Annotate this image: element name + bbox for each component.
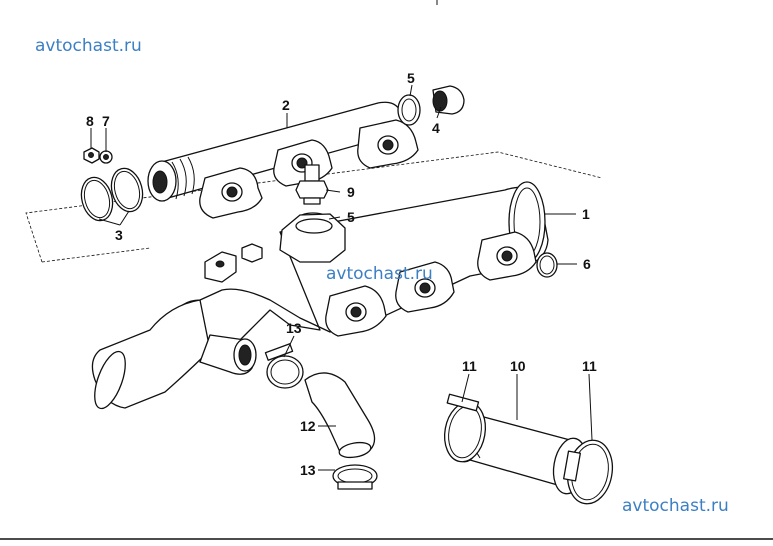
watermark-bottom-right: avtochast.ru xyxy=(622,496,729,516)
callout-13-top: 13 xyxy=(286,320,302,336)
upper-coolant-pipe xyxy=(147,101,419,219)
o-rings-part-3 xyxy=(80,167,144,222)
callout-5-top: 5 xyxy=(407,70,415,86)
hose-clamp-part-11-right xyxy=(563,439,614,505)
curved-outlet-pipe xyxy=(91,299,257,410)
callout-1: 1 xyxy=(582,206,590,222)
callout-11-right: 11 xyxy=(582,358,597,374)
callout-4: 4 xyxy=(432,120,440,136)
hose-clamp-part-11-left xyxy=(443,393,487,463)
main-water-manifold xyxy=(169,181,549,351)
callout-12: 12 xyxy=(300,418,316,434)
dashed-reference-outline xyxy=(25,151,603,263)
callout-leader-lines xyxy=(90,84,593,471)
hose-clamp-part-13-top xyxy=(264,343,304,389)
hose-clamp-part-13-bottom xyxy=(332,464,378,490)
callout-2: 2 xyxy=(282,97,290,113)
callout-10: 10 xyxy=(510,358,526,374)
washer-part-7 xyxy=(99,150,113,164)
watermark-center: avtochast.ru xyxy=(326,264,433,284)
callout-13-bottom: 13 xyxy=(300,462,316,478)
plug-part-4 xyxy=(432,85,465,115)
callout-5-mid: 5 xyxy=(347,209,355,225)
o-ring-part-6 xyxy=(536,252,558,278)
seal-ring-part-5-top xyxy=(397,94,421,126)
dashed-reference-lower-edge xyxy=(41,247,151,263)
callout-9: 9 xyxy=(347,184,355,200)
sensor-part-9 xyxy=(295,164,329,205)
callout-3: 3 xyxy=(115,227,123,243)
callout-6: 6 xyxy=(583,256,591,272)
hose-part-12 xyxy=(304,372,376,459)
callout-11-left: 11 xyxy=(462,358,477,374)
callout-8: 8 xyxy=(86,113,94,129)
callout-7: 7 xyxy=(102,113,110,129)
watermark-top-left: avtochast.ru xyxy=(35,36,142,56)
nut-part-8 xyxy=(83,147,100,164)
